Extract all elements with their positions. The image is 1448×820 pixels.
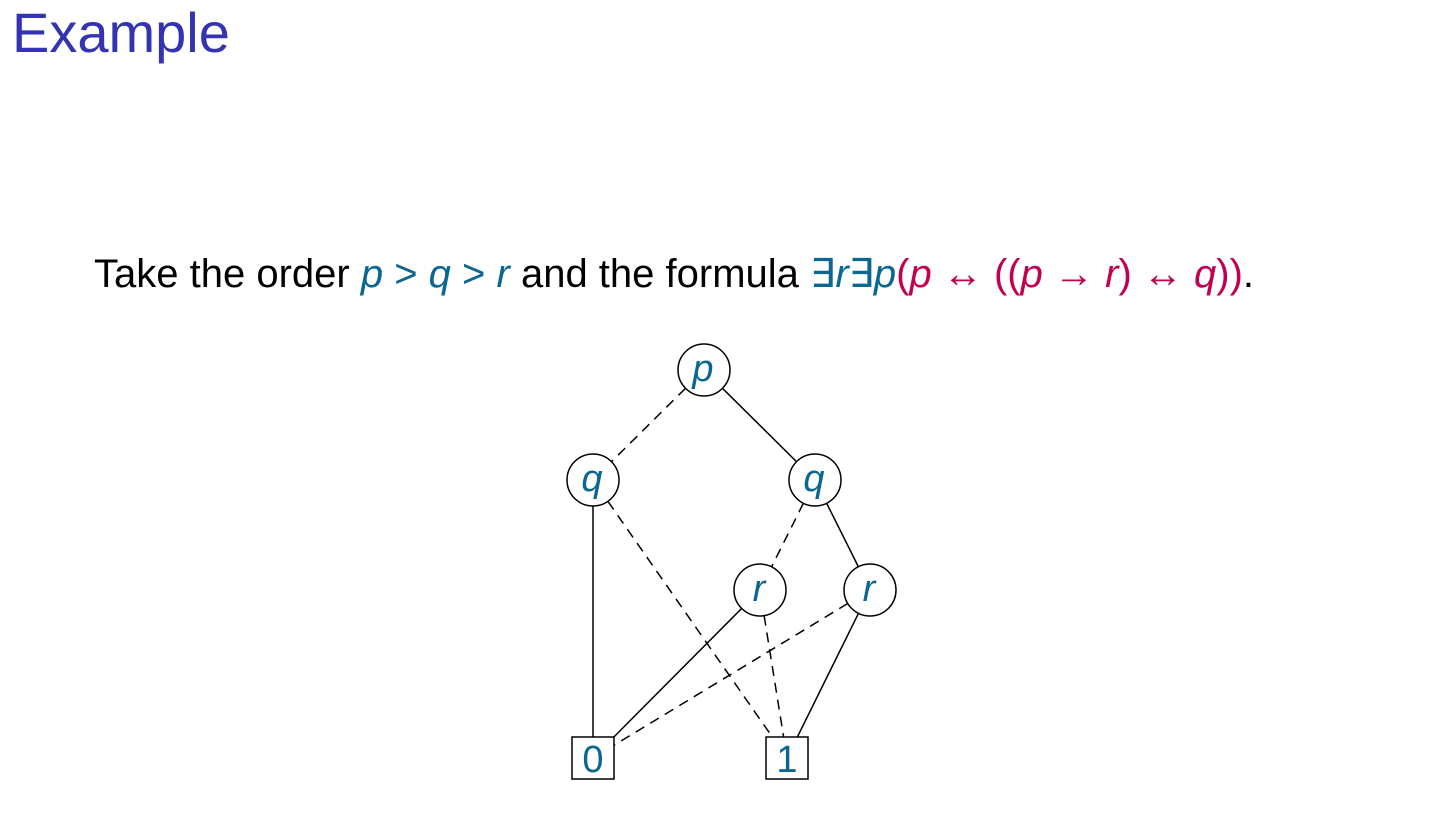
formula-var-p: p <box>909 252 932 296</box>
sentence-mid: and the formula <box>509 252 811 296</box>
bdd-edges <box>592 387 860 746</box>
formula-var-p-2: p <box>1020 252 1043 296</box>
node-circle <box>733 563 787 617</box>
edge-r2-zero-dashed <box>613 602 849 746</box>
exists-symbol-2: ∃ <box>848 252 874 296</box>
leaf-box <box>571 736 615 780</box>
bdd-node-q1: q <box>566 453 620 507</box>
order-var-r: r <box>496 252 510 296</box>
intro-sentence: Take the order p > q > r and the formula… <box>94 250 1254 298</box>
edge-q1-one-dashed <box>607 500 773 738</box>
edge-q2-r1-dashed <box>770 502 805 568</box>
edge-q2-r2-solid <box>825 502 860 568</box>
formula-close-parens: )) <box>1216 252 1243 296</box>
order-gt-2: > <box>450 252 497 296</box>
quantified-var-r: r <box>835 252 849 296</box>
edge-r2-one-solid <box>796 612 860 738</box>
leaf-box <box>765 736 809 780</box>
edge-p-q2-solid <box>721 387 798 463</box>
formula-var-q: q <box>1194 252 1217 296</box>
bdd-nodes: p q q r r 0 1 <box>566 343 897 781</box>
formula-var-r: r <box>1105 252 1119 296</box>
leaf-label: 1 <box>776 739 797 781</box>
sentence-end: . <box>1242 252 1255 296</box>
leaf-label: 0 <box>582 739 603 781</box>
edge-r1-zero-solid <box>613 607 743 738</box>
order-gt-1: > <box>383 252 429 296</box>
formula-implies: → <box>1042 252 1106 296</box>
exists-symbol-1: ∃ <box>810 252 836 296</box>
edge-p-q1-dashed <box>610 387 687 463</box>
bdd-node-q2: q <box>788 453 842 507</box>
node-circle <box>566 453 620 507</box>
formula-iff-2: ↔ <box>1131 252 1194 296</box>
node-circle <box>788 453 842 507</box>
node-label: r <box>863 568 877 610</box>
formula-close-paren: ) <box>1118 252 1132 296</box>
node-circle <box>677 343 731 397</box>
formula-iff-1: ↔ <box>931 252 994 296</box>
node-label: q <box>581 458 602 500</box>
edge-r1-one-dashed <box>763 615 785 738</box>
quantified-var-p: p <box>873 252 897 296</box>
bdd-node-p: p <box>677 343 731 397</box>
node-circle <box>843 563 897 617</box>
order-var-q: q <box>428 252 451 296</box>
bdd-node-r2: r <box>843 563 897 617</box>
order-var-p: p <box>360 252 384 296</box>
node-label: r <box>753 568 767 610</box>
slide-title: Example <box>12 1 230 64</box>
bdd-leaf-zero: 0 <box>571 736 615 781</box>
bdd-node-r1: r <box>733 563 787 617</box>
node-label: q <box>803 458 824 500</box>
bdd-leaf-one: 1 <box>765 736 809 781</box>
formula-open-paren: ( <box>896 252 910 296</box>
sentence-lead: Take the order <box>94 252 361 296</box>
node-label: p <box>691 348 713 390</box>
formula-open-parens: (( <box>993 252 1021 296</box>
